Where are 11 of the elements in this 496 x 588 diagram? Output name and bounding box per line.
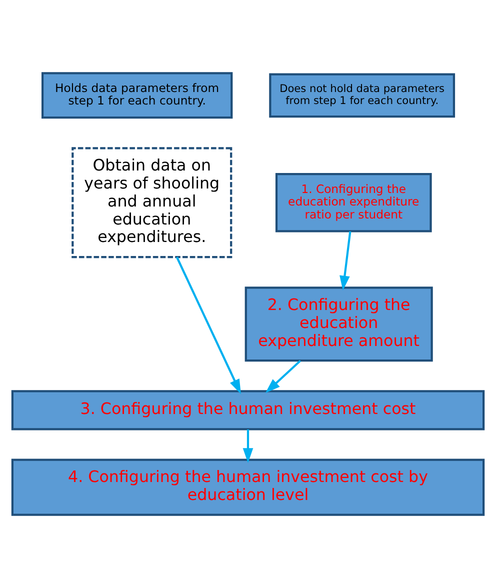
arrow <box>265 360 302 394</box>
node-box: Obtain data on years of shooling and annual education expenditures. <box>72 147 232 258</box>
node-box: 3. Configuring the human investment cost <box>11 390 485 430</box>
node-box: Does not hold data parameters from step 1 for each country. <box>269 73 456 118</box>
arrow <box>176 256 241 394</box>
arrow <box>340 231 352 291</box>
node-box: 2. Configuring the education expenditure amount <box>244 286 433 362</box>
node-box: 4. Configuring the human investment cost by education level <box>11 458 485 516</box>
node-box: 1. Configuring the education expenditure ratio per student <box>275 173 432 232</box>
arrow <box>242 429 254 463</box>
node-box: Holds data parameters from step 1 for each country. <box>41 72 233 119</box>
